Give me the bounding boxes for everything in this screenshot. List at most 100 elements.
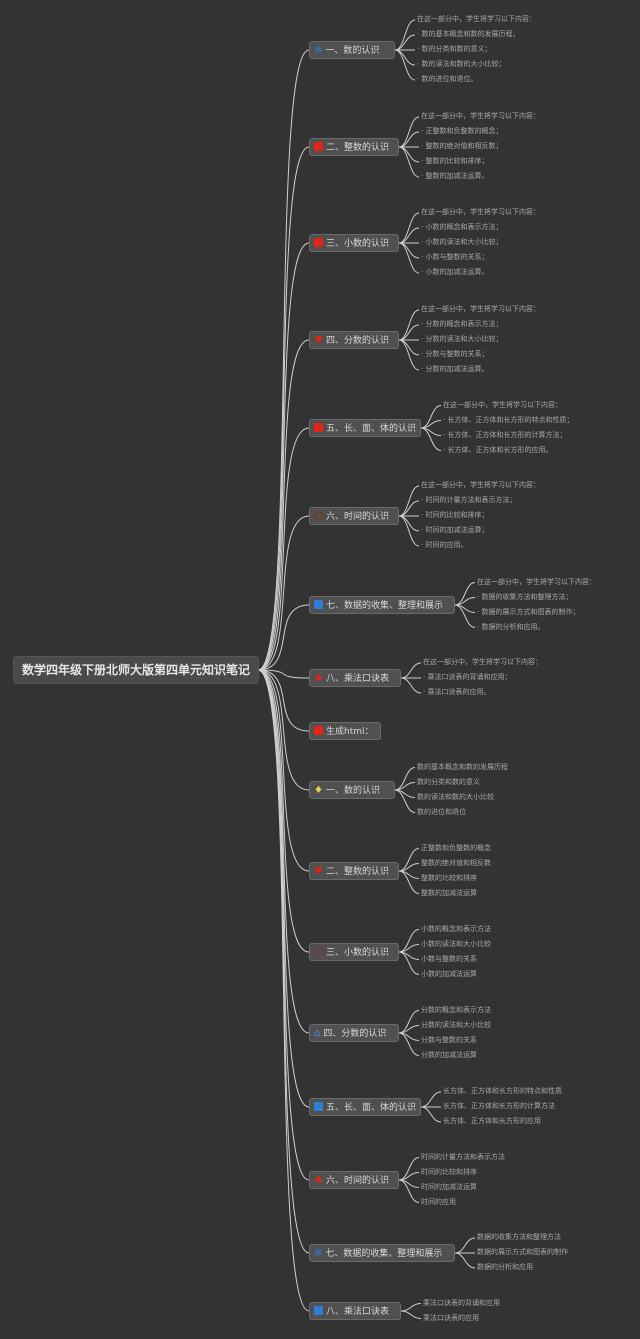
leaf-text: 分数的加减法运算 [421, 1050, 477, 1059]
leaf-text: · 长方体、正方体和长方形的应用。 [443, 445, 553, 454]
leaf-text: 数的分类和数的意义 [417, 777, 480, 786]
leaf-text: 在这一部分中，学生将学习以下内容： [423, 658, 542, 666]
bomb-icon: ♣ [314, 1175, 323, 1186]
leaf-text: · 整数的绝对值和相反数； [421, 142, 503, 150]
topic-node[interactable]: ♣八、乘法口诀表 [309, 669, 401, 687]
topic-node[interactable]: ⌂四、分数的认识 [309, 1024, 399, 1042]
topic-node[interactable]: ✲一、数的认识 [309, 41, 395, 59]
leaf-text: 数的进位和退位 [417, 807, 466, 816]
leaf-text: 时间的加减法运算 [421, 1182, 477, 1191]
topic-node[interactable]: 六、时间的认识 [309, 507, 399, 525]
topic-label: 一、数的认识 [325, 786, 380, 796]
ring-icon [314, 947, 323, 956]
leaf-text: 长方体、正方体和长方形的计算方法 [443, 1102, 555, 1110]
leaf-text: 乘法口诀表的应用 [423, 1313, 479, 1322]
branch-connector [257, 669, 310, 1181]
square-icon [314, 1306, 323, 1315]
leaf-text: · 分数的概念和表示方法； [421, 320, 503, 328]
leaf-connector [398, 500, 420, 517]
leaf-text: 数据的分析和应用 [477, 1263, 533, 1271]
topic-label: 三、小数的认识 [326, 948, 390, 958]
branch-connector [257, 515, 310, 671]
topic-label: 八、乘法口诀表 [326, 1307, 390, 1317]
square-icon [314, 142, 323, 151]
leaf-connector [398, 116, 420, 148]
square-icon [314, 726, 323, 735]
branch-connector [257, 669, 310, 1108]
branch-connector [257, 669, 310, 732]
leaf-text: 乘法口诀表的背诵和应用 [423, 1298, 500, 1307]
leaf-text: 长方体、正方体和长方形的特点和性质 [443, 1087, 562, 1095]
topic-node[interactable]: 三、小数的认识 [309, 943, 399, 961]
leaf-text: 时间的计量方法和表示方法 [421, 1152, 505, 1161]
leaf-connector [400, 677, 422, 694]
root-topic[interactable]: 数学四年级下册北师大版第四单元知识笔记 [14, 657, 258, 683]
branch-connector [257, 669, 310, 1034]
topic-label: 六、时间的认识 [326, 512, 390, 522]
leaf-text: · 乘法口诀表的应用。 [423, 688, 491, 696]
topic-node[interactable]: ♥四、分数的认识 [309, 331, 399, 349]
square-icon [314, 1102, 323, 1111]
leaf-connector [400, 1310, 422, 1319]
leaf-connector [398, 227, 420, 244]
leaf-text: 分数的概念和表示方法 [421, 1005, 491, 1014]
topic-label: 生成html： [326, 727, 374, 737]
topic-node[interactable]: 生成html： [309, 722, 381, 740]
leaf-text: · 分数的读法和大小比较； [421, 335, 503, 343]
leaf-text: · 时间的计量方法和表示方法； [421, 496, 517, 504]
topic-node[interactable]: 八、乘法口诀表 [309, 1302, 401, 1320]
leaf-text: 整数的比较和排序 [421, 873, 477, 882]
leaf-connector [398, 515, 420, 547]
leaf-text: 小数的读法和大小比较 [421, 939, 491, 948]
leaf-text: · 时间的应用。 [421, 541, 468, 549]
leaf-text: 在这一部分中，学生将学习以下内容： [421, 112, 540, 120]
topic-node[interactable]: 三、小数的认识 [309, 234, 399, 252]
star-icon: ✲ [314, 1248, 323, 1259]
leaf-connector [394, 789, 416, 813]
leaf-text: 数据的收集方法和整理方法 [477, 1233, 561, 1241]
leaf-connector [398, 212, 420, 244]
topic-node[interactable]: ✲七、数据的收集、整理和展示 [309, 1244, 455, 1262]
topic-node[interactable]: ♣六、时间的认识 [309, 1171, 399, 1189]
leaf-text: 整数的加减法运算 [421, 888, 477, 897]
leaf-text: · 整数的加减法运算。 [421, 172, 489, 180]
square-icon [314, 238, 323, 247]
leaf-text: 正整数和负整数的概念 [421, 843, 491, 852]
leaf-text: · 小数的概念和表示方法； [421, 223, 503, 231]
topic-node[interactable]: 二、整数的认识 [309, 138, 399, 156]
branch-connector [257, 427, 310, 671]
branch-connector [257, 49, 310, 671]
leaf-connector [394, 49, 416, 81]
topic-label: 五、长、面、体的认识 [326, 1103, 417, 1113]
topic-node[interactable]: 七、数据的收集、整理和展示 [309, 596, 455, 614]
topic-node[interactable]: 五、长、面、体的认识 [309, 1098, 421, 1116]
leaf-connector [420, 427, 442, 451]
leaf-connector [398, 870, 420, 894]
leaf-text: 在这一部分中，学生将学习以下内容： [477, 577, 596, 586]
home-icon: ⌂ [314, 1028, 321, 1039]
leaf-connector [398, 951, 420, 975]
leaf-connector [394, 19, 416, 51]
leaf-connector [398, 242, 420, 259]
topic-node[interactable]: ♥二、整数的认识 [309, 862, 399, 880]
leaf-connector [454, 1252, 476, 1269]
leaf-text: 在这一部分中，学生将学习以下内容： [443, 400, 562, 409]
branch-connector [257, 604, 310, 671]
leaf-text: 小数的概念和表示方法 [421, 924, 491, 933]
leaf-connector [398, 339, 420, 356]
leaf-text: · 正整数和负整数的概念； [421, 127, 503, 135]
gem-icon: ♦ [314, 785, 323, 796]
topic-label: 七、数据的收集、整理和展示 [326, 601, 444, 611]
leaf-text: · 长方体、正方体和长方形的特点和性质； [443, 415, 574, 424]
leaf-text: · 时间的比较和排序； [421, 511, 489, 519]
leaf-text: 小数与整数的关系 [421, 954, 477, 963]
topic-node[interactable]: 五、长、面、体的认识 [309, 419, 421, 437]
leaf-text: 整数的绝对值和相反数 [421, 858, 491, 867]
leaf-connector [454, 604, 476, 628]
leaf-connector [394, 34, 416, 51]
leaf-connector [398, 515, 420, 532]
leaf-text: 在这一部分中，学生将学习以下内容： [421, 305, 540, 313]
branch-connector [257, 669, 310, 872]
topic-node[interactable]: ♦一、数的认识 [309, 781, 395, 799]
leaf-text: 在这一部分中，学生将学习以下内容： [417, 15, 536, 23]
